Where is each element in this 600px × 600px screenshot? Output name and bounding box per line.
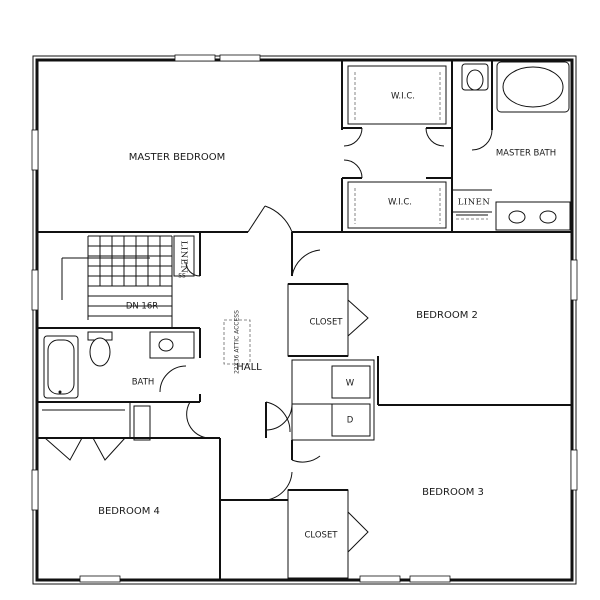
- laundry: [265, 359, 375, 441]
- bedroom3-walls: [220, 440, 369, 579]
- label-bedroom4: BEDROOM 4: [98, 506, 160, 517]
- label-closet-bed3: CLOSET: [304, 531, 338, 541]
- label-dryer: D: [347, 416, 354, 426]
- label-linen-stair: LINEN: [179, 241, 189, 274]
- label-stair-dn: DN 16R: [126, 302, 158, 312]
- master-bath-fixtures: [452, 60, 571, 231]
- label-washer: W: [346, 379, 355, 389]
- label-master-bedroom: MASTER BEDROOM: [129, 152, 226, 163]
- windows: [31, 54, 578, 583]
- wic-walls: [342, 60, 453, 232]
- hall-bath: [37, 328, 201, 441]
- label-linen-master: LINEN: [458, 198, 491, 208]
- label-closet-bed2: CLOSET: [309, 318, 343, 328]
- label-bath: BATH: [132, 378, 155, 388]
- exterior-walls: [32, 55, 577, 585]
- label-wic-bottom: W.I.C.: [388, 198, 412, 208]
- label-hall: HALL: [236, 362, 262, 373]
- stair: [37, 232, 201, 329]
- hall: [223, 205, 293, 438]
- bedroom2-walls: [287, 232, 572, 406]
- bedroom4-walls: [37, 401, 221, 580]
- master-bedroom-walls: [37, 59, 572, 233]
- label-bedroom2: BEDROOM 2: [416, 310, 478, 321]
- label-attic-access: 22X36 ATTIC ACCESS: [234, 310, 241, 374]
- label-wic-top: W.I.C.: [391, 92, 415, 102]
- label-stair-ss: SS: [178, 273, 186, 280]
- label-master-bath: MASTER BATH: [496, 149, 556, 159]
- label-bedroom3: BEDROOM 3: [422, 487, 484, 498]
